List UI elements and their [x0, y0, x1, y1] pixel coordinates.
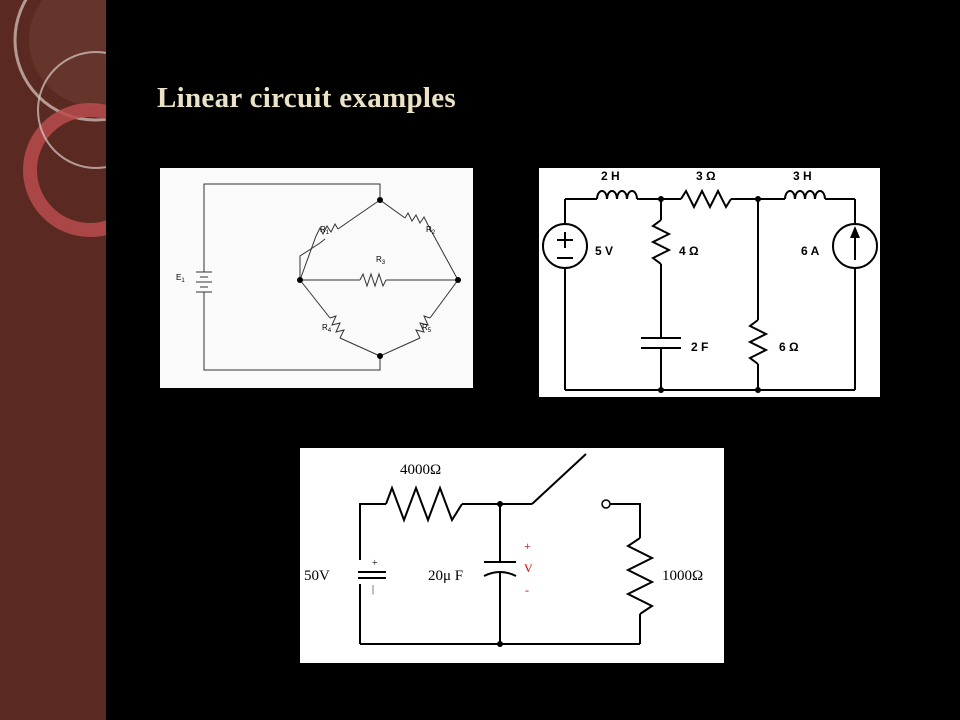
slide-title: Linear circuit examples: [157, 82, 457, 114]
rlc-circuit-diagram: 2 H 3 Ω 3 H 5 V 4 Ω 6 A 2 F 6 Ω: [542, 169, 878, 393]
battery-plus: +: [372, 558, 378, 569]
battery-minus: |: [372, 584, 374, 595]
sidebar-circles-decoration: [13, 0, 106, 237]
label-4000ohm: 4000Ω: [400, 462, 441, 478]
label-6ohm: 6 Ω: [779, 340, 799, 354]
resistor-label-r2: R2: [426, 225, 436, 236]
rlc-circuit-figure: 2 H 3 Ω 3 H 5 V 4 Ω 6 A 2 F 6 Ω: [539, 168, 880, 397]
bridge-node-left: [297, 277, 303, 283]
rc-switch-circuit-figure: 4000Ω 50V + | 20μ F 1000Ω + V -: [300, 448, 724, 663]
bridge-node-right: [455, 277, 461, 283]
label-2f: 2 F: [691, 340, 708, 354]
bridge-node-bottom: [377, 353, 383, 359]
switch-terminal: [601, 499, 611, 509]
decorative-sidebar: [0, 0, 106, 720]
voltage-label: V: [524, 561, 533, 575]
plus-minus-icon: [557, 232, 573, 259]
label-50v: 50V: [304, 568, 330, 584]
label-6a: 6 A: [801, 244, 820, 258]
rlc-node-b: [755, 196, 761, 202]
resistor-label-r5: R5: [422, 323, 432, 334]
label-4ohm: 4 Ω: [679, 244, 699, 258]
rc-node-top: [497, 501, 503, 507]
resistor-label-r1: R1: [320, 225, 330, 236]
label-3ohm: 3 Ω: [696, 169, 716, 183]
label-20uf: 20μ F: [428, 568, 463, 584]
rlc-node-a: [658, 196, 664, 202]
resistor-label-r3: R3: [376, 255, 386, 266]
label-5v: 5 V: [595, 244, 613, 258]
rlc-node-c: [658, 387, 664, 393]
bridge-circuit-figure: E1 R1 R2 R3 R4 R5: [160, 168, 473, 388]
voltage-plus: +: [524, 539, 531, 553]
label-1000ohm: 1000Ω: [662, 568, 703, 584]
resistor-label-r4: R4: [322, 323, 332, 334]
bridge-circuit-diagram: E1 R1 R2 R3 R4 R5: [176, 183, 461, 371]
label-3h: 3 H: [793, 169, 812, 183]
rc-node-bottom: [497, 641, 503, 647]
label-2h: 2 H: [601, 169, 620, 183]
voltage-minus: -: [525, 583, 529, 597]
source-label-e1: E1: [176, 273, 185, 284]
rlc-node-d: [755, 387, 761, 393]
rc-switch-circuit-diagram: 4000Ω 50V + | 20μ F 1000Ω + V -: [304, 453, 703, 647]
bridge-node-top: [377, 197, 383, 203]
current-arrow-icon: [850, 226, 860, 238]
